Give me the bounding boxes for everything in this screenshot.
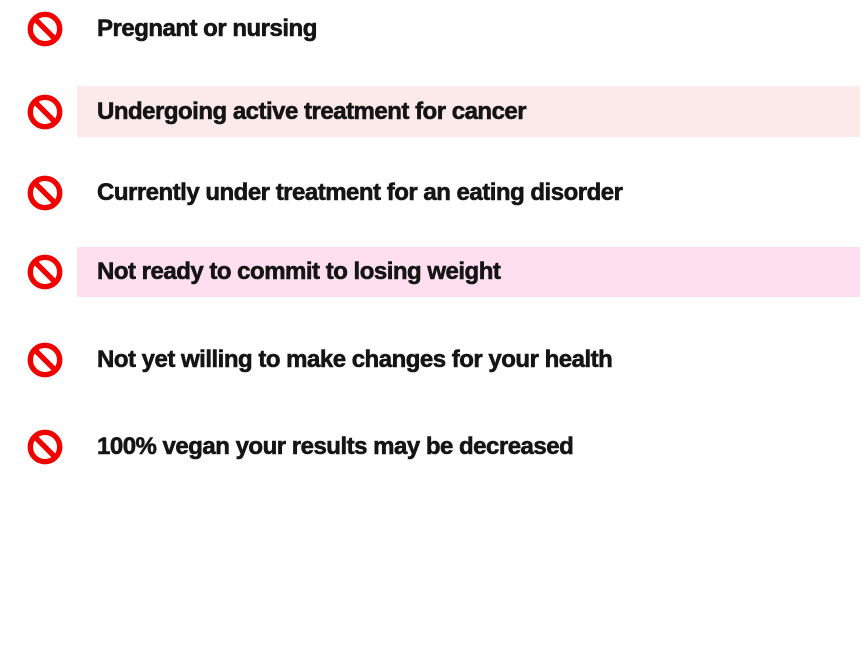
row-highlight-bar: Not yet willing to make changes for your… (77, 335, 860, 385)
restriction-label: 100% vegan your results may be decreased (97, 432, 574, 460)
prohibited-icon (27, 175, 63, 211)
restriction-row: Undergoing active treatment for cancer (0, 86, 867, 137)
prohibited-icon (27, 94, 63, 130)
restriction-row: Not yet willing to make changes for your… (0, 335, 867, 385)
restriction-label: Not ready to commit to losing weight (97, 258, 501, 286)
restriction-row: Pregnant or nursing (0, 4, 867, 54)
prohibited-icon (27, 254, 63, 290)
prohibited-icon (27, 429, 63, 465)
row-highlight-bar: Pregnant or nursing (77, 4, 860, 54)
restriction-row: 100% vegan your results may be decreased (0, 421, 867, 472)
row-highlight-bar: Currently under treatment for an eating … (77, 168, 860, 218)
row-highlight-bar: Not ready to commit to losing weight (77, 247, 860, 297)
restriction-label: Pregnant or nursing (97, 15, 318, 43)
restriction-label: Not yet willing to make changes for your… (97, 346, 613, 374)
row-highlight-bar: Undergoing active treatment for cancer (77, 86, 860, 137)
restriction-row: Currently under treatment for an eating … (0, 168, 867, 218)
prohibited-icon (27, 342, 63, 378)
row-highlight-bar: 100% vegan your results may be decreased (77, 421, 860, 472)
prohibited-icon (27, 11, 63, 47)
restriction-label: Currently under treatment for an eating … (97, 179, 624, 207)
restriction-label: Undergoing active treatment for cancer (97, 97, 527, 125)
restriction-row: Not ready to commit to losing weight (0, 247, 867, 297)
